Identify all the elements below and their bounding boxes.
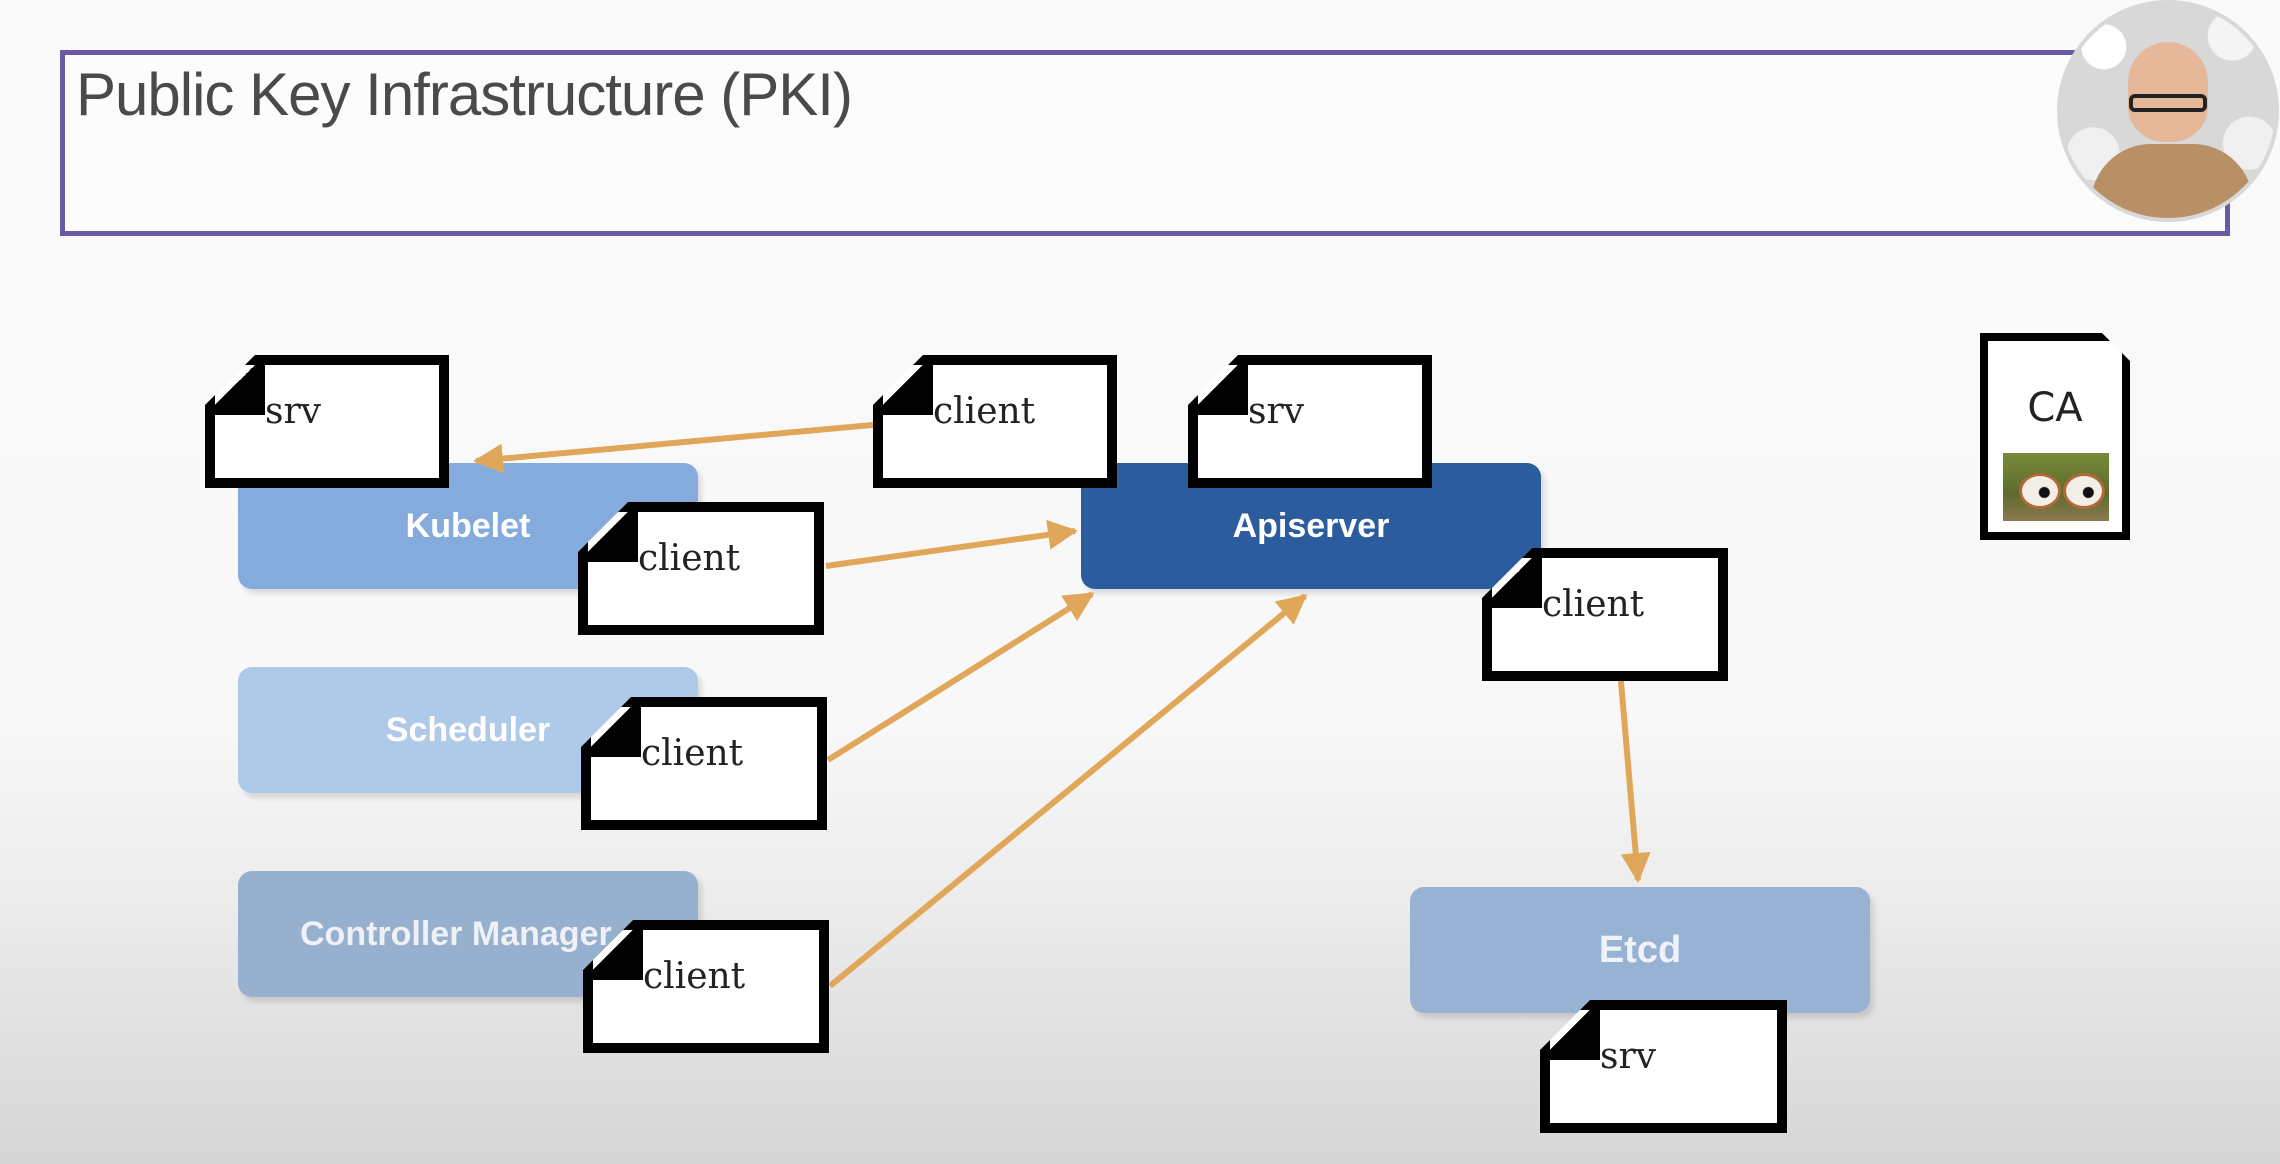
ca-cert: CA <box>1980 333 2130 540</box>
apiserver-etcd-client-cert: client <box>1482 548 1728 681</box>
apiserver-etcd-client-cert-label: client <box>1542 584 1645 625</box>
kubelet-client-cert-label: client <box>638 538 741 579</box>
left-eye-icon <box>2019 473 2061 509</box>
title-frame <box>60 50 2230 236</box>
controller-manager-client-cert: client <box>583 920 829 1053</box>
arrow-apiserver-to-etcd <box>1617 669 1651 883</box>
controller-manager-client-cert-label: client <box>643 956 746 997</box>
arrow-scheduler-to-apiserver <box>826 591 1095 763</box>
right-eye-icon <box>2063 473 2105 509</box>
kubelet-client-cert: client <box>578 502 824 635</box>
page-title: Public Key Infrastructure (PKI) <box>76 61 853 128</box>
presenter-glasses <box>2129 94 2207 112</box>
scheduler-client-cert: client <box>581 697 827 830</box>
presenter-head <box>2128 42 2208 142</box>
arrow-controller-manager-to-apiserver <box>828 593 1308 989</box>
presenter-body <box>2091 144 2253 218</box>
kubelet-srv-cert-label: srv <box>265 391 322 432</box>
apiserver-srv-cert: srv <box>1188 355 1432 488</box>
etcd-srv-cert: srv <box>1540 1000 1787 1133</box>
apiserver-client-cert-to-kubelet: client <box>873 355 1117 488</box>
apiserver-srv-cert-label: srv <box>1248 391 1305 432</box>
arrow-apiserver-to-kubelet <box>473 419 906 474</box>
googly-eyes-image <box>2003 453 2109 521</box>
etcd-box: Etcd <box>1410 887 1870 1013</box>
apiserver-client-cert-label: client <box>933 391 1036 432</box>
arrow-kubelet-to-apiserver <box>825 519 1078 569</box>
ca-cert-label: CA <box>2027 385 2083 431</box>
etcd-srv-cert-label: srv <box>1600 1036 1657 1077</box>
scheduler-client-cert-label: client <box>641 733 744 774</box>
presenter-webcam <box>2057 0 2279 222</box>
kubelet-srv-cert: srv <box>205 355 449 488</box>
